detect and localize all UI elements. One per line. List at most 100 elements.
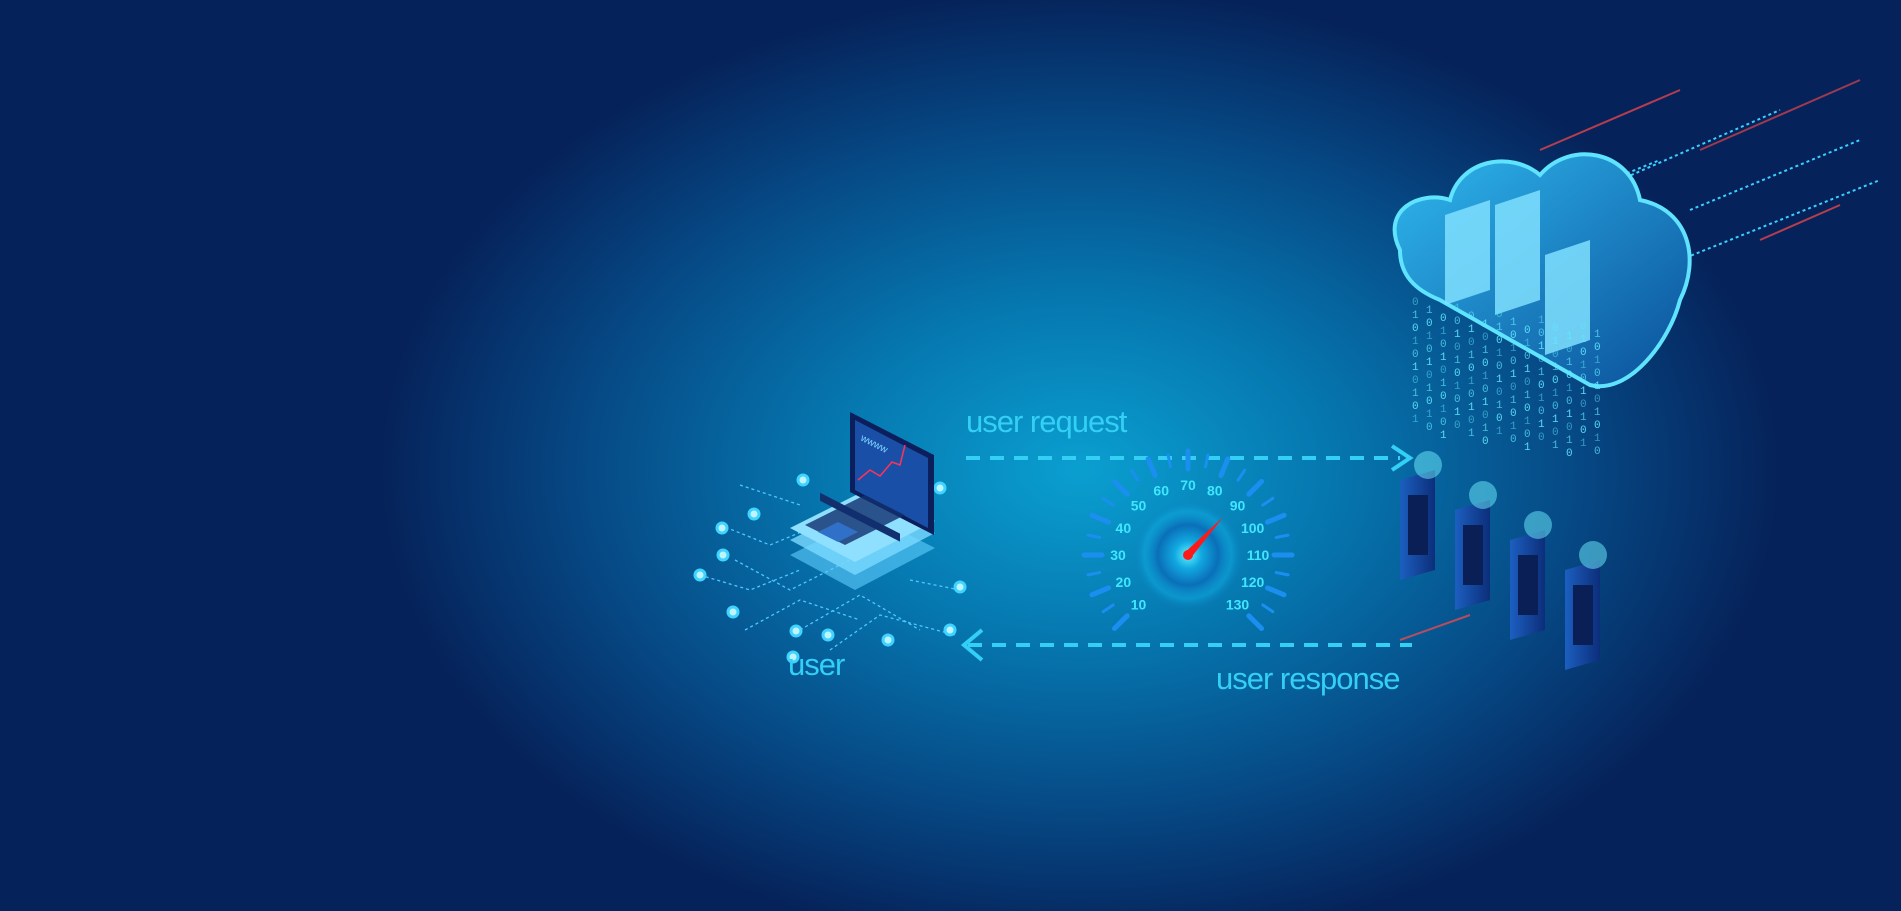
gauge-tick: [1236, 468, 1247, 482]
svg-text:0: 0: [1426, 396, 1433, 408]
svg-text:0: 0: [1454, 394, 1461, 406]
svg-text:1: 1: [1566, 357, 1573, 369]
svg-text:0: 0: [1454, 420, 1461, 432]
svg-text:0: 0: [1552, 323, 1559, 335]
svg-text:1: 1: [1580, 386, 1587, 398]
svg-text:1: 1: [1524, 442, 1531, 454]
svg-text:0: 0: [1468, 311, 1475, 323]
svg-text:0: 0: [1552, 427, 1559, 439]
svg-text:0: 0: [1580, 399, 1587, 411]
speed-streaks: [1399, 79, 1881, 641]
svg-text:0: 0: [1496, 309, 1503, 321]
svg-text:0: 0: [1454, 316, 1461, 328]
svg-text:1: 1: [1594, 329, 1601, 341]
svg-text:0: 0: [1566, 396, 1573, 408]
svg-text:1: 1: [1468, 324, 1475, 336]
svg-text:0: 0: [1538, 354, 1545, 366]
svg-text:1: 1: [1524, 338, 1531, 350]
svg-text:1: 1: [1580, 360, 1587, 372]
svg-text:0: 0: [1454, 342, 1461, 354]
svg-text:1: 1: [1538, 393, 1545, 405]
svg-text:0: 0: [1412, 297, 1419, 309]
svg-text:0: 0: [1482, 332, 1489, 344]
svg-text:1: 1: [1426, 409, 1433, 421]
svg-text:1: 1: [1440, 430, 1447, 442]
svg-text:0: 0: [1594, 420, 1601, 432]
svg-text:0: 0: [1482, 358, 1489, 370]
svg-text:0: 0: [1510, 382, 1517, 394]
svg-text:0: 0: [1510, 356, 1517, 368]
svg-text:1: 1: [1426, 383, 1433, 395]
svg-text:0: 0: [1594, 342, 1601, 354]
svg-text:1: 1: [1538, 341, 1545, 353]
svg-text:0: 0: [1454, 368, 1461, 380]
svg-text:0: 0: [1594, 368, 1601, 380]
svg-text:1: 1: [1594, 433, 1601, 445]
user-label: user: [788, 647, 845, 682]
svg-text:0: 0: [1412, 375, 1419, 387]
svg-text:0: 0: [1524, 325, 1531, 337]
gauge-tick: [1145, 456, 1158, 479]
user-response-label: user response: [1216, 661, 1400, 696]
svg-text:1: 1: [1426, 331, 1433, 343]
gauge-tick: [1246, 478, 1265, 497]
svg-text:0: 0: [1510, 434, 1517, 446]
gauge-tick-label: 10: [1131, 596, 1147, 612]
gauge-tick-label: 110: [1247, 547, 1270, 563]
response-arrow: [960, 628, 1412, 662]
svg-text:0: 0: [1426, 370, 1433, 382]
svg-text:1: 1: [1482, 371, 1489, 383]
svg-text:1: 1: [1580, 438, 1587, 450]
svg-text:1: 1: [1510, 317, 1517, 329]
svg-text:1: 1: [1552, 336, 1559, 348]
gauge-tick: [1246, 613, 1265, 632]
gauge-tick: [1111, 613, 1130, 632]
svg-text:1: 1: [1468, 376, 1475, 388]
gauge-tick: [1129, 468, 1140, 482]
svg-text:0: 0: [1552, 349, 1559, 361]
svg-text:1: 1: [1482, 319, 1489, 331]
svg-text:0: 0: [1440, 313, 1447, 325]
gauge-tick-label: 80: [1207, 482, 1223, 498]
gauge-tick-label: 70: [1180, 477, 1196, 493]
svg-text:1: 1: [1510, 395, 1517, 407]
svg-text:1: 1: [1524, 364, 1531, 376]
svg-text:1: 1: [1552, 362, 1559, 374]
svg-text:0: 0: [1426, 422, 1433, 434]
svg-text:0: 0: [1538, 328, 1545, 340]
svg-text:1: 1: [1440, 378, 1447, 390]
gauge-tick: [1204, 453, 1210, 469]
svg-text:1: 1: [1510, 343, 1517, 355]
svg-text:1: 1: [1580, 412, 1587, 424]
gauge-tick-label: 120: [1241, 574, 1265, 590]
svg-text:1: 1: [1426, 357, 1433, 369]
svg-text:1: 1: [1594, 355, 1601, 367]
svg-text:0: 0: [1552, 401, 1559, 413]
svg-text:1: 1: [1412, 414, 1419, 426]
svg-text:1: 1: [1412, 336, 1419, 348]
svg-text:0: 0: [1468, 337, 1475, 349]
gauge-tick-label: 90: [1230, 498, 1246, 514]
gauge-tick-label: 100: [1241, 520, 1265, 536]
gauge-tick: [1264, 512, 1287, 525]
svg-text:0: 0: [1468, 415, 1475, 427]
binary-data-stream: 0101010101101010101001010101011010101010…: [1412, 297, 1601, 460]
svg-text:0: 0: [1594, 446, 1601, 458]
svg-text:0: 0: [1412, 323, 1419, 335]
svg-text:1: 1: [1454, 355, 1461, 367]
svg-text:0: 0: [1482, 410, 1489, 422]
svg-text:0: 0: [1496, 361, 1503, 373]
svg-text:0: 0: [1524, 377, 1531, 389]
svg-text:1: 1: [1454, 303, 1461, 315]
svg-text:0: 0: [1440, 339, 1447, 351]
gauge-tick-label: 40: [1116, 520, 1132, 536]
svg-text:1: 1: [1482, 423, 1489, 435]
gauge-needle-pivot: [1183, 550, 1193, 560]
svg-text:0: 0: [1510, 408, 1517, 420]
svg-text:0: 0: [1412, 349, 1419, 361]
svg-text:1: 1: [1496, 400, 1503, 412]
svg-text:1: 1: [1594, 407, 1601, 419]
gauge-tick: [1086, 571, 1102, 577]
